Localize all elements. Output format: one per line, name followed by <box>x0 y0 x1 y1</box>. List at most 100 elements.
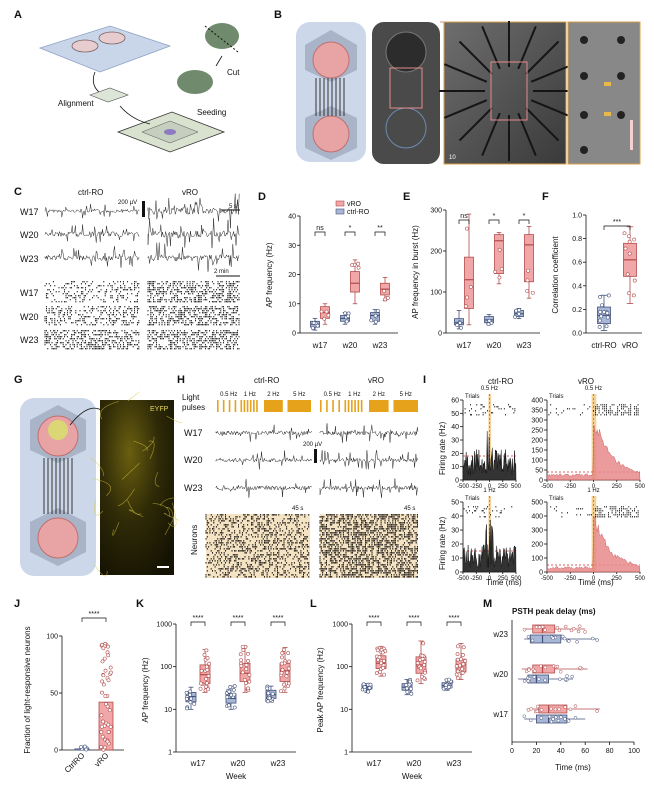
data-point <box>420 653 425 658</box>
data-point <box>455 676 460 681</box>
data-point <box>106 722 111 727</box>
light-pulse <box>351 400 353 412</box>
scale-bar <box>630 120 633 150</box>
trial-raster <box>463 506 513 518</box>
h-voltage-trace <box>319 423 419 443</box>
h-raster-row <box>319 574 415 576</box>
data-point <box>315 323 320 328</box>
data-point <box>239 658 243 663</box>
pulse-frequency-label: 1 Hz <box>348 392 360 398</box>
eyfp-fiber <box>148 440 155 460</box>
data-point <box>226 703 231 708</box>
data-point <box>526 268 530 273</box>
raster-row <box>44 330 137 332</box>
electrode-pad <box>617 72 625 80</box>
y-axis-label: AP frequency (Hz) <box>141 657 150 723</box>
cut-arrow-icon <box>215 55 223 67</box>
data-point <box>522 714 527 719</box>
data-point <box>374 671 379 676</box>
data-point <box>79 745 84 749</box>
raster-row <box>147 330 239 332</box>
light-pulse <box>338 400 340 412</box>
data-point <box>422 659 427 664</box>
raster-row <box>150 318 240 320</box>
data-point <box>265 686 270 691</box>
data-point <box>102 682 106 687</box>
raster-row <box>48 324 138 326</box>
h-raster-row <box>319 556 418 558</box>
y-tick-label: 0.4 <box>572 283 582 290</box>
data-point <box>530 290 535 295</box>
x-tick-label: w20 <box>486 341 502 350</box>
eyfp-fiber <box>167 502 177 527</box>
y-tick-label: 200 <box>430 249 442 256</box>
data-point <box>461 662 466 666</box>
eyfp-fiber <box>154 471 160 487</box>
data-point <box>600 303 604 308</box>
raster-row <box>58 287 140 289</box>
light-pulse-train <box>264 400 283 412</box>
data-point <box>232 692 237 697</box>
x-tick-label: w20 <box>406 759 422 768</box>
raster-row <box>148 340 237 342</box>
x-tick-label: 40 <box>557 748 565 755</box>
raster-row <box>148 306 239 308</box>
h-voltage-trace <box>215 424 313 442</box>
y-tick-label: 100 <box>531 556 543 563</box>
data-point <box>202 652 207 657</box>
box <box>464 256 474 309</box>
data-point <box>563 677 568 682</box>
data-point <box>535 709 539 714</box>
data-point <box>381 665 385 670</box>
data-point <box>459 657 463 662</box>
psth-histogram <box>546 424 641 481</box>
data-point <box>319 309 324 314</box>
data-point <box>373 313 378 318</box>
data-point <box>356 261 361 266</box>
data-point <box>326 313 331 318</box>
data-point <box>558 677 562 682</box>
voltage-trace <box>147 193 240 229</box>
data-point <box>375 648 380 653</box>
data-point <box>204 681 209 686</box>
significance-bracket <box>488 219 500 224</box>
light-pulse <box>246 400 249 412</box>
y-tick-label: 20 <box>451 542 459 549</box>
panel-label-m: M <box>483 598 492 610</box>
y-tick-label: 100 <box>336 664 348 671</box>
h-raster-row <box>206 528 308 530</box>
data-point <box>311 320 316 325</box>
x-tick-label: w17 <box>312 341 328 350</box>
raster-row <box>150 312 237 314</box>
y-tick-label: 300 <box>531 528 543 535</box>
data-point <box>458 320 462 325</box>
data-point <box>554 715 558 720</box>
significance-label: * <box>523 213 526 220</box>
h-ctrl-label: ctrl-RO <box>254 376 279 385</box>
raster-row <box>148 285 239 287</box>
electrode-pad <box>580 111 588 119</box>
light-pulse-train <box>287 400 311 412</box>
data-point <box>285 670 290 675</box>
eyfp-fiber <box>164 515 175 536</box>
data-point <box>463 659 468 663</box>
x-tick-label: 250 <box>498 484 509 490</box>
data-point <box>101 673 106 678</box>
panel-label-a: A <box>14 9 22 21</box>
y-tick-label: 0 <box>292 331 296 338</box>
h-raster-row <box>213 556 307 558</box>
eyfp-fiber <box>166 415 183 424</box>
data-point <box>267 696 272 701</box>
data-point <box>241 648 246 652</box>
electrode-pad <box>580 146 588 154</box>
i-vro-label: vRO <box>578 377 594 386</box>
psth-histogram <box>462 431 517 481</box>
x-tick-label: 0 <box>510 748 514 755</box>
significance-label: * <box>349 225 352 232</box>
data-point <box>605 315 610 320</box>
eyfp-fiber <box>165 507 174 526</box>
data-point <box>578 665 583 670</box>
data-point <box>555 626 560 630</box>
